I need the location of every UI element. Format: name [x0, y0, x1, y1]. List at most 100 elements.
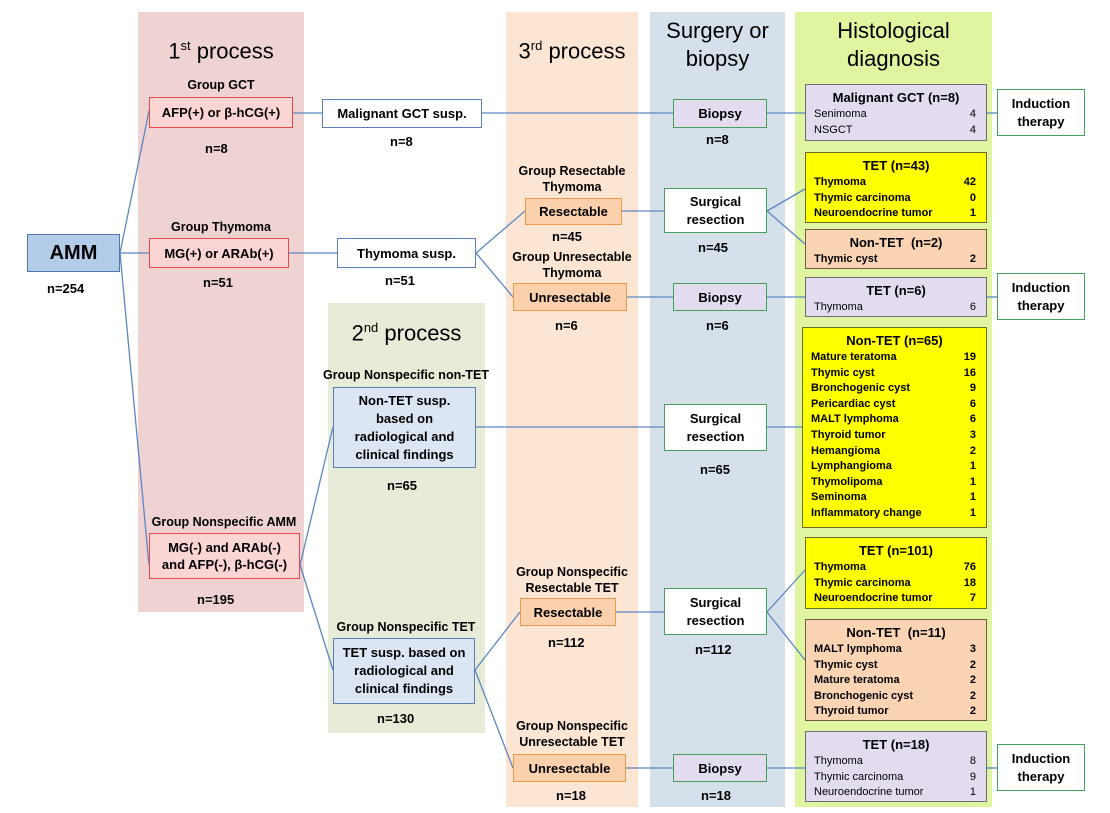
surgery-title: Surgery or biopsy	[666, 18, 769, 71]
nontet-susp-box: Non-TET susp. based on radiological and …	[333, 387, 476, 468]
histo-title: TET (n=6)	[866, 283, 926, 298]
surgical-resection-tet-box: Surgical resection	[664, 588, 767, 635]
biopsy-gct-box: Biopsy	[673, 99, 767, 128]
thymoma-susp-n: n=51	[385, 273, 415, 288]
group-gct-label: Group GCT	[187, 78, 255, 92]
histo-title: Non-TET (n=11)	[846, 625, 946, 640]
biopsy-gct-n: n=8	[706, 132, 729, 147]
unresectable-tet-n: n=18	[556, 788, 586, 803]
surgical-resection-thymoma-box: Surgical resection	[664, 188, 767, 233]
biopsy-thymoma-n: n=6	[706, 318, 729, 333]
group-unresectable-thymoma-label: Group Unresectable Thymoma	[512, 250, 632, 280]
histo-title: TET (n=101)	[858, 543, 934, 558]
resectable-tet-n: n=112	[548, 635, 585, 650]
unresectable-thymoma-box: Unresectable	[513, 283, 627, 311]
unresectable-thymoma-n: n=6	[555, 318, 578, 333]
group-nonspecific-amm-label: Group Nonspecific AMM	[151, 515, 297, 529]
induction-therapy-box-2: Induction therapy	[997, 273, 1085, 320]
nonspecific-amm-n: n=195	[197, 592, 235, 607]
thymoma-box: MG(+) or ARAb(+)	[149, 238, 289, 268]
group-resectable-thymoma-label: Group Resectable Thymoma	[518, 164, 626, 194]
resectable-thymoma-box: Resectable	[525, 198, 622, 225]
group-nonspecific-tet-label: Group Nonspecific TET	[336, 620, 476, 634]
group-nonspecific-unresectable-tet-label: Group Nonspecific Unresectable TET	[516, 719, 628, 749]
histo-title: TET (n=18)	[862, 737, 930, 752]
process3-column	[506, 12, 638, 807]
malignant-gct-susp-box: Malignant GCT susp.	[322, 99, 482, 128]
tet-susp-n: n=130	[377, 711, 415, 726]
gct-box: AFP(+) or β-hCG(+)	[149, 97, 293, 128]
process2-title: 2nd process	[351, 320, 462, 346]
induction-therapy-box-3: Induction therapy	[997, 744, 1085, 791]
histo-title: Malignant GCT (n=8)	[832, 90, 960, 105]
surgical-resection-tet-n: n=112	[695, 642, 732, 657]
group-nonspecific-nontet-label: Group Nonspecific non-TET	[323, 368, 489, 382]
thymoma-susp-box: Thymoma susp.	[337, 238, 476, 268]
gct-n: n=8	[205, 141, 228, 156]
surgical-resection-thymoma-n: n=45	[698, 240, 728, 255]
process3-title: 3rd process	[518, 38, 626, 64]
resectable-tet-box: Resectable	[520, 598, 616, 626]
process1-title: 1st process	[168, 38, 274, 64]
group-thymoma-label: Group Thymoma	[170, 220, 271, 234]
induction-therapy-box-1: Induction therapy	[997, 89, 1085, 136]
biopsy-tet-box: Biopsy	[673, 754, 767, 782]
resectable-thymoma-n: n=45	[552, 229, 582, 244]
malignant-gct-susp-n: n=8	[390, 134, 413, 149]
tet-susp-box: TET susp. based on radiological and clin…	[333, 638, 475, 704]
histo-title: TET (n=43)	[862, 158, 930, 173]
histo-title: Non-TET (n=65)	[846, 333, 943, 348]
amm-box: AMM	[27, 234, 120, 272]
amm-n: n=254	[47, 281, 85, 296]
biopsy-tet-n: n=18	[701, 788, 731, 803]
surgical-resection-nontet-box: Surgical resection	[664, 404, 767, 451]
group-nonspecific-resectable-tet-label: Group Nonspecific Resectable TET	[516, 565, 628, 595]
histo-title: Non-TET (n=2)	[849, 235, 943, 250]
unresectable-tet-box: Unresectable	[513, 754, 626, 782]
biopsy-thymoma-box: Biopsy	[673, 283, 767, 311]
thymoma-n: n=51	[203, 275, 233, 290]
nonspecific-amm-box: MG(-) and ARAb(-) and AFP(-), β-hCG(-)	[149, 533, 300, 579]
nontet-susp-n: n=65	[387, 478, 417, 493]
histo-title: Histological diagnosis	[837, 18, 950, 71]
surgical-resection-nontet-n: n=65	[700, 462, 730, 477]
